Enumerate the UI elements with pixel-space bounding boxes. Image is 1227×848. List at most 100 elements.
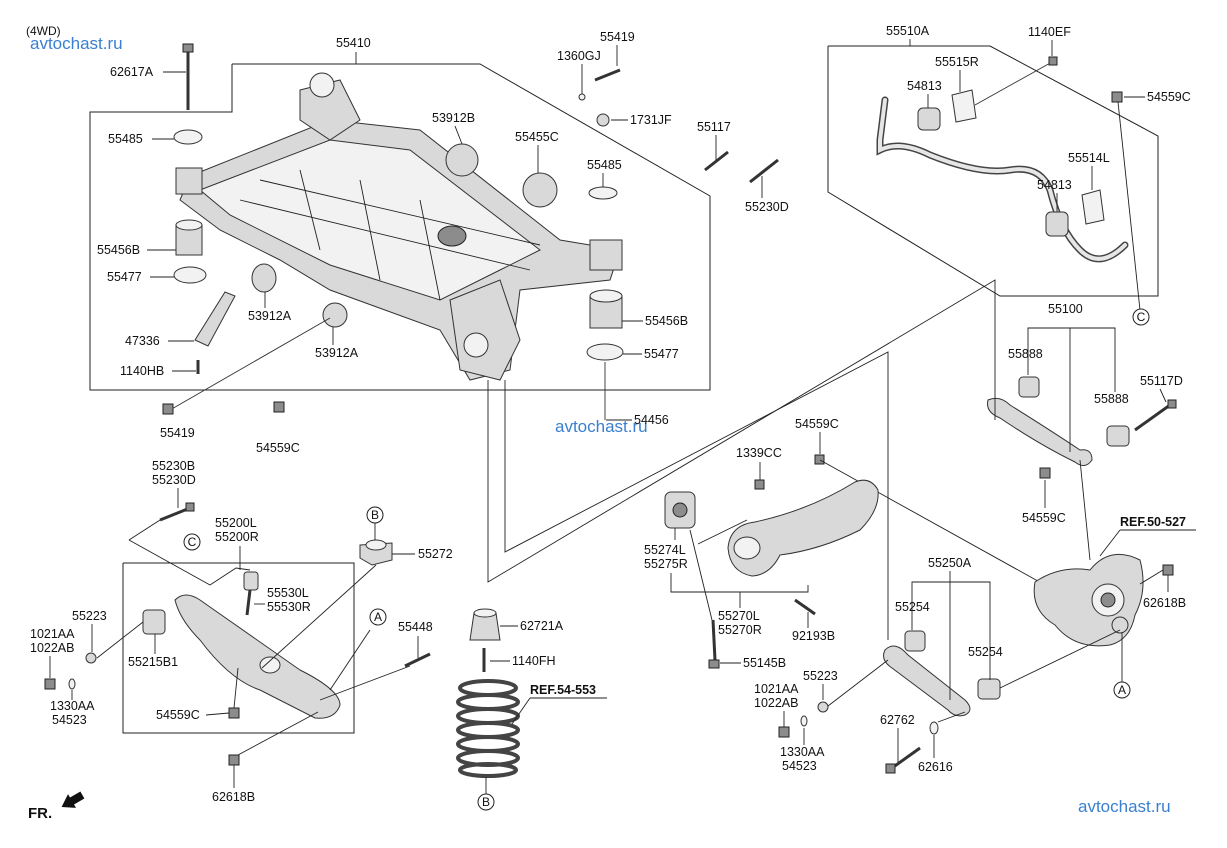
guide-line-a [487, 279, 996, 583]
svg-text:A: A [374, 610, 382, 624]
bushing-53912A-upper[interactable] [251, 263, 277, 293]
bracket-47336[interactable] [194, 291, 236, 347]
nut-54559C-trailing[interactable] [814, 454, 825, 465]
bushing-55455C[interactable] [522, 172, 558, 208]
label-55485-right: 55485 [587, 158, 622, 172]
label-55456B-left: 55456B [97, 243, 140, 257]
bushing-53912A-lower[interactable] [322, 302, 348, 328]
bushing-55456B-left[interactable] [175, 167, 203, 256]
bushing-53912B[interactable] [445, 143, 479, 177]
guide-line-d [1079, 459, 1091, 561]
knuckle-assembly[interactable] [1033, 553, 1144, 647]
label-55100: 55100 [1048, 302, 1083, 316]
trailing-arm-55270[interactable] [727, 479, 879, 577]
washer-1330AA-right[interactable] [800, 715, 808, 727]
bolt-55117[interactable] [704, 150, 729, 172]
bushing-54813-lower[interactable] [1045, 211, 1069, 237]
bolt-55419-upper[interactable] [594, 68, 621, 82]
bracket-55514L[interactable] [1081, 189, 1105, 225]
bolt-55145B[interactable] [708, 619, 720, 669]
lower-arm-group-outline [122, 562, 355, 734]
label-54523-right: 54523 [782, 759, 817, 773]
nut-54559C-arm[interactable] [1039, 467, 1051, 479]
link-55530[interactable] [243, 571, 259, 616]
nut-54559C-lowerarm[interactable] [228, 707, 240, 719]
label-55530R: 55530R [267, 600, 311, 614]
variant-label: (4WD) [26, 24, 61, 38]
svg-text:C: C [1137, 310, 1146, 324]
bolt-62617A[interactable] [182, 43, 194, 110]
label-54559C-trailing: 54559C [795, 417, 839, 431]
label-55448: 55448 [398, 620, 433, 634]
bolt-55230B[interactable] [159, 502, 195, 522]
label-55888-left: 55888 [1008, 347, 1043, 361]
svg-text:B: B [482, 795, 490, 809]
bushing-54813-upper[interactable] [917, 107, 941, 131]
bolt-62618B-knuckle[interactable] [1162, 564, 1174, 576]
bumper-62721A[interactable] [469, 608, 501, 641]
washer-55223-left[interactable] [85, 652, 97, 664]
washer-1330AA-left[interactable] [68, 678, 76, 690]
washer-55485-right[interactable] [588, 186, 618, 200]
washer-55223-right[interactable] [817, 701, 829, 713]
bolt-55419-lower[interactable] [162, 317, 331, 415]
connector-C-upper: C [183, 533, 201, 551]
subframe-assembly[interactable] [179, 72, 621, 381]
washer-55477-right[interactable] [586, 343, 624, 361]
nut-1021AA-right[interactable] [778, 726, 790, 738]
lower-link-55250A[interactable] [883, 645, 971, 717]
label-62762: 62762 [880, 713, 915, 727]
label-55200R: 55200R [215, 530, 259, 544]
label-1021AA-right: 1021AA [754, 682, 799, 696]
nut-54559C-lower[interactable] [273, 401, 285, 413]
label-55117: 55117 [697, 120, 731, 134]
washer-1360GJ[interactable] [578, 93, 586, 101]
bushing-55456B-right[interactable] [589, 239, 623, 329]
label-1731JF: 1731JF [630, 113, 672, 127]
bolt-92193B[interactable] [794, 598, 816, 616]
nut-1339CC[interactable] [754, 479, 765, 490]
bolt-55448[interactable] [404, 652, 431, 668]
nut-54559C-stabilizer[interactable] [1111, 91, 1123, 103]
label-55419-lower: 55419 [160, 426, 195, 440]
watermark-bottom-right: avtochast.ru [1078, 797, 1171, 816]
watermark-center: avtochast.ru [555, 417, 648, 436]
bolt-62618B-lower[interactable] [228, 754, 240, 766]
bolt-55117D[interactable] [1134, 399, 1177, 432]
label-55410: 55410 [336, 36, 371, 50]
bushing-55888-right[interactable] [1106, 425, 1130, 447]
label-55254-upper: 55254 [895, 600, 930, 614]
bushing-55274L[interactable] [664, 491, 696, 529]
label-62618B-knuckle: 62618B [1143, 596, 1186, 610]
washer-1731JF[interactable] [596, 113, 610, 127]
bushing-55215B1[interactable] [142, 609, 166, 635]
bushing-55254-upper[interactable] [904, 630, 926, 652]
label-62616: 62616 [918, 760, 953, 774]
label-54559C-lowerarm: 54559C [156, 708, 200, 722]
washer-55485[interactable] [173, 129, 203, 145]
label-55419-upper: 55419 [600, 30, 635, 44]
label-47336: 47336 [125, 334, 160, 348]
bushing-55254-lower[interactable] [977, 678, 1001, 700]
label-55530L: 55530L [267, 586, 309, 600]
bolt-55230D[interactable] [749, 158, 779, 184]
nut-1021AA-left[interactable] [44, 678, 56, 690]
bracket-55272[interactable] [359, 539, 393, 566]
label-55200L: 55200L [215, 516, 257, 530]
stabilizer-bar[interactable] [876, 96, 1129, 263]
bushing-55888-left[interactable] [1018, 376, 1040, 398]
washer-55477-left[interactable] [173, 266, 207, 284]
subframe-group-outline [89, 63, 711, 391]
upper-arm-55100[interactable] [987, 397, 1093, 466]
coil-spring[interactable] [456, 679, 520, 778]
bolt-62762[interactable] [885, 746, 921, 774]
label-1022AB-right: 1022AB [754, 696, 798, 710]
label-92193B: 92193B [792, 629, 835, 643]
bracket-55515R[interactable] [951, 89, 977, 123]
connector-C-right: C [1132, 308, 1150, 326]
bolt-1140EF[interactable] [974, 56, 1058, 106]
washer-62616[interactable] [929, 721, 939, 735]
lower-arm-55200[interactable] [174, 594, 341, 719]
label-54456: 54456 [634, 413, 669, 427]
